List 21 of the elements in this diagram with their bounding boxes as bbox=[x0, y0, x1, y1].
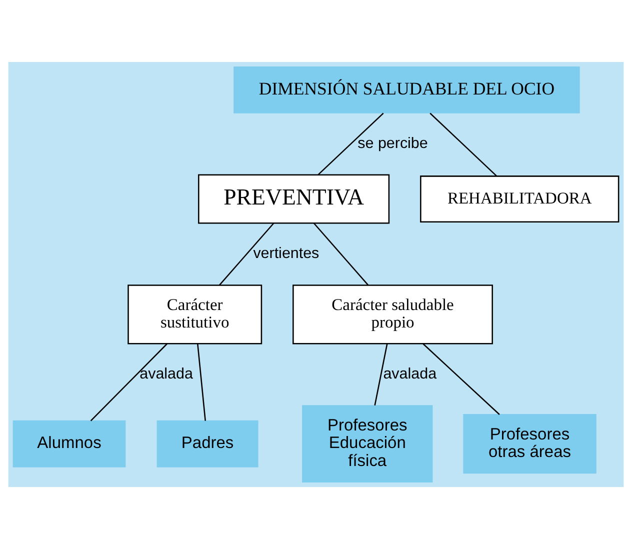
connector bbox=[430, 112, 498, 176]
edge-label: vertientes bbox=[253, 244, 320, 262]
connector bbox=[313, 222, 369, 286]
node-box: Alumnos bbox=[12, 420, 126, 467]
node-box: Carácter sustitutivo bbox=[128, 284, 262, 344]
connector bbox=[374, 343, 388, 405]
node-box: DIMENSIÓN SALUDABLE DEL OCIO bbox=[234, 66, 580, 113]
connector bbox=[90, 342, 168, 421]
connector bbox=[218, 222, 274, 286]
node-box: PREVENTIVA bbox=[198, 174, 390, 224]
connector bbox=[422, 342, 500, 414]
connector bbox=[318, 112, 384, 175]
edge-label: avalada bbox=[383, 365, 437, 382]
node-box: REHABILITADORA bbox=[420, 175, 620, 222]
node-box: Profesores otras áreas bbox=[463, 414, 596, 474]
edge-label: se percibe bbox=[358, 134, 428, 152]
node-box: Padres bbox=[156, 420, 258, 467]
node-box: Profesores Educación física bbox=[302, 404, 433, 482]
connector bbox=[197, 343, 206, 420]
edge-label: avalada bbox=[140, 365, 193, 382]
node-box: Carácter saludable propio bbox=[292, 284, 493, 344]
